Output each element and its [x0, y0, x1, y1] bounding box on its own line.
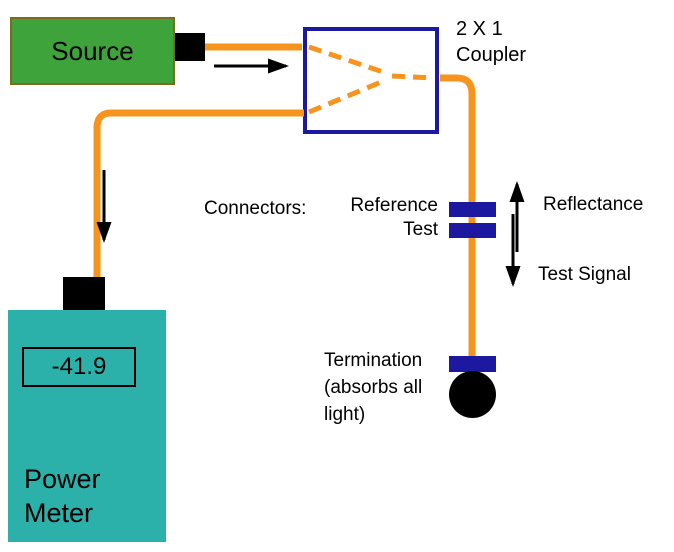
coupler-label-line1: 2 X 1 — [456, 18, 503, 40]
source-label: Source — [51, 35, 134, 66]
reference-connector-label: Reference — [350, 195, 438, 216]
termination-label-line3: light) — [324, 404, 366, 425]
test-signal-label: Test Signal — [538, 264, 631, 285]
coupler-label-line2: Coupler — [456, 44, 527, 66]
reflectance-label: Reflectance — [543, 194, 644, 215]
termination-label: Termination (absorbs all light) — [324, 347, 454, 428]
connector-test — [449, 223, 496, 238]
power-meter-label: Power Meter — [24, 462, 101, 530]
coupler-dashed-input-top — [308, 44, 387, 76]
coupler-label: 2 X 1 Coupler — [456, 16, 576, 68]
meter-connector — [63, 277, 105, 310]
test-connector-label: Test — [403, 219, 438, 240]
termination-label-line1: Termination — [324, 350, 423, 371]
left-cable-to-meter — [93, 109, 304, 282]
coupler-dashed-input-bottom — [308, 77, 387, 115]
termination-label-line2: (absorbs all — [324, 377, 423, 398]
meter-reading: -41.9 — [51, 353, 107, 380]
coupler-box — [303, 27, 439, 134]
termination-connector — [449, 356, 496, 372]
right-cable-to-termination — [440, 74, 476, 360]
power-meter-label-line1: Power — [24, 464, 101, 494]
coupler-dashed-output — [391, 73, 435, 81]
source-box: Source — [10, 17, 175, 85]
connector-reference — [449, 202, 496, 217]
termination-absorber — [449, 371, 496, 418]
source-connector — [175, 33, 205, 61]
connectors-heading: Connectors: — [204, 198, 307, 219]
meter-display: -41.9 — [22, 347, 136, 387]
power-meter-label-line2: Meter — [24, 498, 94, 528]
